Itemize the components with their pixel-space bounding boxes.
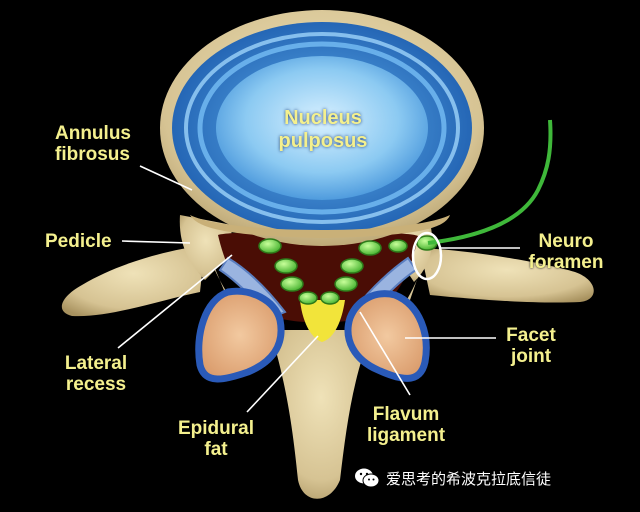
neuro-line2: foramen — [528, 252, 604, 273]
lateral-recess-line1: Lateral — [64, 353, 128, 374]
flavum-ligament-label: Flavum ligament — [352, 404, 460, 446]
spinous-process — [270, 330, 372, 499]
right-facet-joint — [344, 290, 430, 382]
watermark: 爱思考的希波克拉底信徒 — [354, 467, 551, 489]
nerve-roots — [258, 235, 438, 305]
left-transverse-process — [61, 245, 205, 317]
pedicle-label: Pedicle — [45, 231, 112, 252]
right-transverse-process — [420, 248, 594, 303]
facet-line2: joint — [510, 346, 552, 367]
facet-joint-label: Facet joint — [496, 325, 566, 367]
annulus-label-line1: Annulus — [55, 123, 131, 144]
annulus-label-line2: fibrosus — [55, 144, 130, 165]
flavum-line2: ligament — [366, 425, 446, 446]
facet-line1: Facet — [506, 325, 556, 346]
lateral-recess-line2: recess — [65, 374, 127, 395]
epidural-fat-line2: fat — [204, 439, 228, 460]
flavum-line1: Flavum — [372, 404, 440, 425]
annulus-fibrosus-label: Annulus fibrosus — [55, 123, 131, 165]
epidural-fat-region — [300, 300, 345, 342]
left-pedicle — [179, 215, 232, 280]
pedicle-label-text: Pedicle — [45, 231, 112, 252]
epidural-fat-line1: Epidural — [177, 418, 254, 439]
nucleus-pulposus-region — [216, 56, 428, 200]
wechat-icon — [355, 468, 380, 488]
nucleus-pulposus-label: Nucleus pulposus — [258, 107, 388, 153]
exiting-nerve — [427, 119, 553, 245]
nucleus-label-line2: pulposus — [278, 130, 368, 152]
neuro-foramen-label: Neuro foramen — [518, 231, 614, 273]
leader-lines — [117, 165, 520, 413]
neuro-foramen-marker — [411, 231, 443, 281]
watermark-text: 爱思考的希波克拉底信徒 — [386, 469, 552, 488]
epidural-fat-label: Epidural fat — [168, 418, 264, 460]
left-facet-joint — [195, 287, 285, 383]
lateral-recess-label: Lateral recess — [56, 353, 136, 395]
neuro-line1: Neuro — [538, 231, 594, 252]
nucleus-label-line1: Nucleus — [284, 107, 362, 129]
